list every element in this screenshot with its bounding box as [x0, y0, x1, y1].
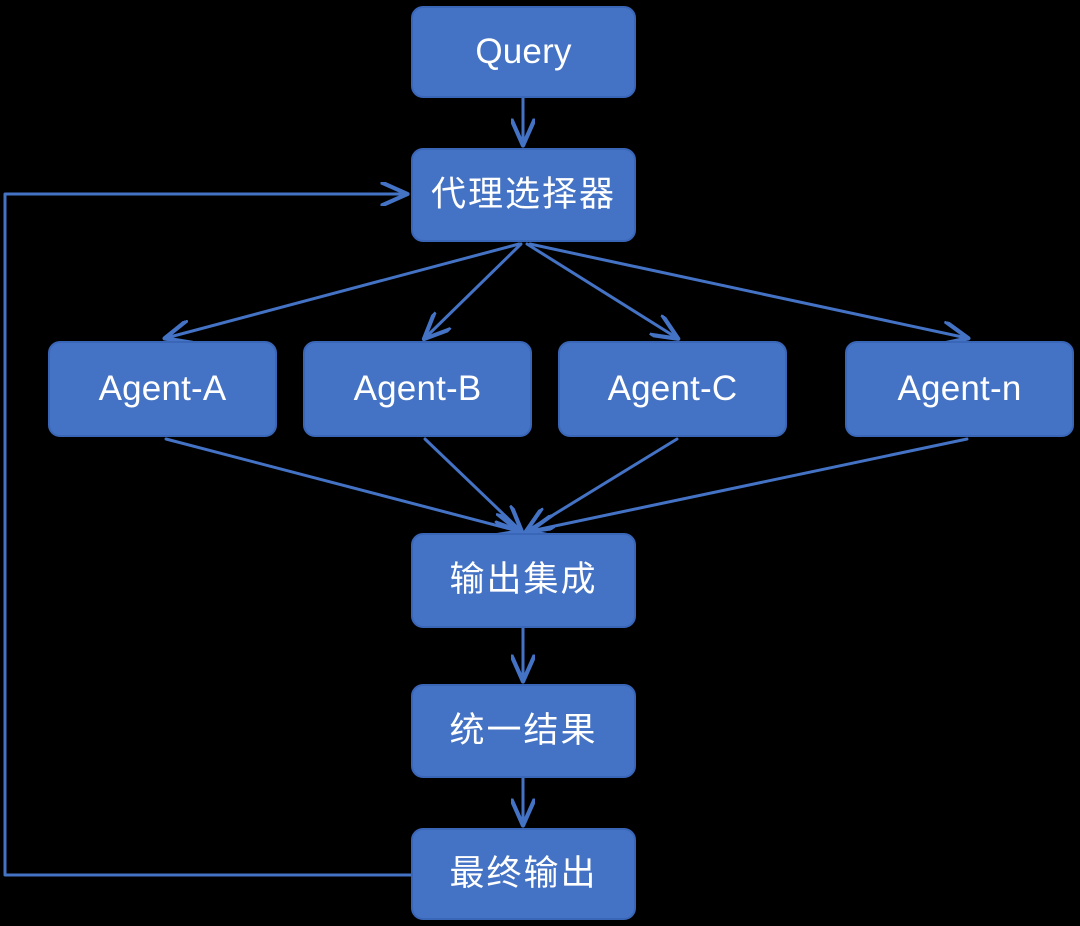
- node-agent-n[interactable]: Agent-n: [845, 341, 1074, 437]
- node-agent-b[interactable]: Agent-B: [303, 341, 532, 437]
- edge-selector-to-agent-a: [166, 242, 521, 338]
- edge-agent-n-to-integration: [531, 437, 969, 531]
- node-label-query: Query: [475, 31, 572, 71]
- node-agent-a[interactable]: Agent-A: [48, 341, 277, 437]
- node-label-final-output: 最终输出: [449, 853, 598, 894]
- node-label-agent-b: Agent-B: [353, 368, 482, 408]
- node-agent-c[interactable]: Agent-C: [558, 341, 787, 437]
- node-label-unified-result: 统一结果: [449, 710, 598, 751]
- node-label-agent-n: Agent-n: [897, 368, 1022, 408]
- edge-selector-to-agent-b: [425, 242, 523, 338]
- node-label-output-integration: 输出集成: [449, 560, 598, 601]
- node-final-output[interactable]: 最终输出: [411, 828, 636, 920]
- edge-agent-b-to-integration: [423, 437, 521, 531]
- node-label-agent-c: Agent-C: [607, 368, 738, 408]
- node-label-agent-a: Agent-A: [98, 368, 227, 408]
- edge-selector-to-agent-n: [528, 242, 967, 338]
- node-agent-selector[interactable]: 代理选择器: [411, 148, 636, 242]
- edge-final-feedback-to-selector: [3, 194, 413, 877]
- node-query[interactable]: Query: [411, 6, 636, 98]
- node-output-integration[interactable]: 输出集成: [411, 533, 636, 628]
- edge-selector-to-agent-c: [525, 242, 677, 338]
- edge-agent-a-to-integration: [164, 437, 518, 531]
- node-label-agent-selector: 代理选择器: [430, 174, 616, 215]
- node-unified-result[interactable]: 统一结果: [411, 684, 636, 778]
